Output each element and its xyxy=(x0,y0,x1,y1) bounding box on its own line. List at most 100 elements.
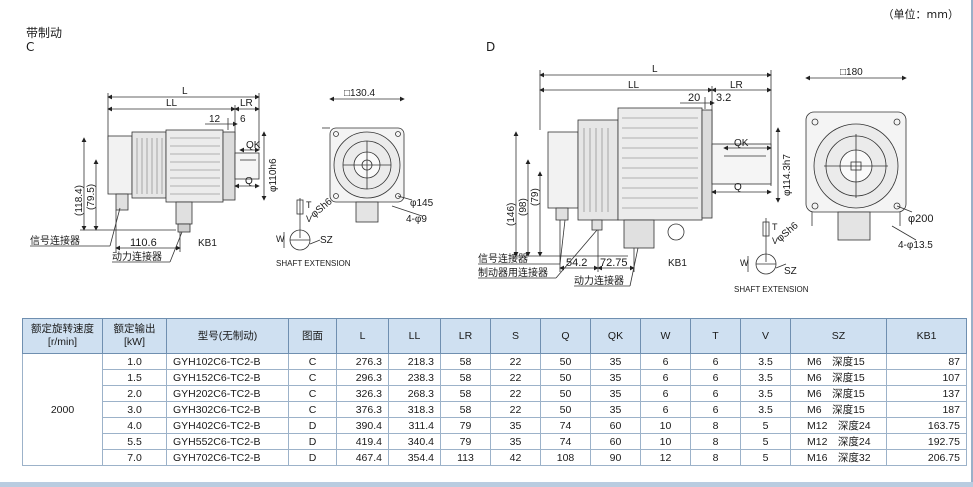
table-cell: 35 xyxy=(590,385,641,402)
table-cell: 376.3 xyxy=(336,401,389,418)
c-shaft-SZ: SZ xyxy=(320,235,333,246)
c-dim-KB1: KB1 xyxy=(198,238,217,249)
table-header-cell: 额定旋转速度[r/min] xyxy=(22,318,103,354)
table-cell: 6 xyxy=(690,385,741,402)
d-label-signal-connector: 信号连接器 xyxy=(478,252,528,265)
c-dim-holes: 4-φ9 xyxy=(406,214,427,225)
table-cell: 6 xyxy=(690,401,741,418)
table-cell: 74 xyxy=(540,417,591,434)
shaft-ext-d xyxy=(747,218,787,275)
c-shaft-W: W xyxy=(276,234,285,244)
table-cell: 22 xyxy=(490,353,541,370)
d-dim-QK: QK xyxy=(734,138,749,149)
c-dim-square: □130.4 xyxy=(344,88,376,99)
d-label-brake-connector: 制动器用连接器 xyxy=(478,266,548,279)
table-header-cell: L xyxy=(336,318,389,354)
table-cell: 354.4 xyxy=(388,449,441,466)
table-cell: 60 xyxy=(590,417,641,434)
table-cell: 3.5 xyxy=(740,353,791,370)
table-cell: 276.3 xyxy=(336,353,389,370)
table-header-cell: V xyxy=(740,318,791,354)
table-header-cell: KB1 xyxy=(886,318,967,354)
c-label-power-connector: 动力连接器 xyxy=(112,250,162,263)
table-cell: GYH202C6-TC2-B xyxy=(166,385,289,402)
table-cell: 42 xyxy=(490,449,541,466)
section-title: 带制动 xyxy=(26,26,63,40)
d-shaft-V: V xyxy=(772,236,778,246)
table-cell: 3.5 xyxy=(740,401,791,418)
table-cell: 12 xyxy=(640,449,691,466)
table-cell: 419.4 xyxy=(336,433,389,450)
table-cell: 35 xyxy=(490,433,541,450)
table-cell: 5 xyxy=(740,433,791,450)
d-dim-54-2: 54.2 xyxy=(566,257,587,269)
table-cell: 50 xyxy=(540,401,591,418)
table-cell: 390.4 xyxy=(336,417,389,434)
table-cell: D xyxy=(288,417,337,434)
d-dim-20: 20 xyxy=(688,92,700,104)
table-cell: 5 xyxy=(740,449,791,466)
d-shaft-W: W xyxy=(740,258,749,268)
table-cell: M6 深度15 xyxy=(790,385,887,402)
d-dim-holes: 4-φ13.5 xyxy=(898,240,933,251)
table-cell: 79 xyxy=(440,417,491,434)
table-cell: 22 xyxy=(490,369,541,386)
table-cell: 58 xyxy=(440,385,491,402)
table-cell: GYH702C6-TC2-B xyxy=(166,449,289,466)
table-cell: 58 xyxy=(440,401,491,418)
view-c-side-text: L LL LR 12 6 QK Q φ110h6 (118.4) (79.5) … xyxy=(30,86,279,263)
table-cell: 50 xyxy=(540,385,591,402)
c-dim-6: 6 xyxy=(240,114,246,125)
d-dim-LR: LR xyxy=(730,80,743,91)
table-cell: 6 xyxy=(690,353,741,370)
table-cell: 3.0 xyxy=(102,401,167,418)
c-label-signal-connector: 信号连接器 xyxy=(30,234,80,247)
table-cell: 340.4 xyxy=(388,433,441,450)
c-dim-LL: LL xyxy=(166,98,178,109)
table-cell: 192.75 xyxy=(886,433,967,450)
d-shaft-T: T xyxy=(772,222,778,232)
table-cell: C xyxy=(288,353,337,370)
speed-cell: 2000 xyxy=(22,353,103,466)
d-dim-L: L xyxy=(652,64,658,75)
table-cell: 163.75 xyxy=(886,417,967,434)
view-d-letter: D xyxy=(486,40,496,54)
table-cell: 35 xyxy=(590,401,641,418)
table-cell: 87 xyxy=(886,353,967,370)
d-dim-Q: Q xyxy=(734,182,742,193)
table-cell: 8 xyxy=(690,433,741,450)
table-cell: 79 xyxy=(440,433,491,450)
c-dim-shaft: φ110h6 xyxy=(268,158,279,192)
table-cell: GYH302C6-TC2-B xyxy=(166,401,289,418)
table-cell: 187 xyxy=(886,401,967,418)
table-cell: 1.0 xyxy=(102,353,167,370)
table-cell: 206.75 xyxy=(886,449,967,466)
view-d-side xyxy=(478,70,781,287)
c-shaft-T: T xyxy=(306,200,312,210)
d-dim-phi200: φ200 xyxy=(908,213,934,225)
table-cell: 311.4 xyxy=(388,417,441,434)
view-c-side xyxy=(30,93,267,263)
table-cell: 2.0 xyxy=(102,385,167,402)
table-cell: 6 xyxy=(640,385,691,402)
table-cell: 318.3 xyxy=(388,401,441,418)
c-dim-Q: Q xyxy=(245,176,253,187)
table-header-cell: T xyxy=(690,318,741,354)
table-cell: 107 xyxy=(886,369,967,386)
d-dim-79: (79) xyxy=(530,188,541,206)
d-dim-98: (98) xyxy=(518,198,529,216)
d-label-power-connector: 动力连接器 xyxy=(574,274,624,287)
shaft-ext-c xyxy=(283,198,321,251)
table-cell: 1.5 xyxy=(102,369,167,386)
d-shaft-SZ: SZ xyxy=(784,266,797,277)
table-header-cell: Q xyxy=(540,318,591,354)
table-cell: 6 xyxy=(640,401,691,418)
table-cell: 3.5 xyxy=(740,385,791,402)
table-cell: GYH402C6-TC2-B xyxy=(166,417,289,434)
